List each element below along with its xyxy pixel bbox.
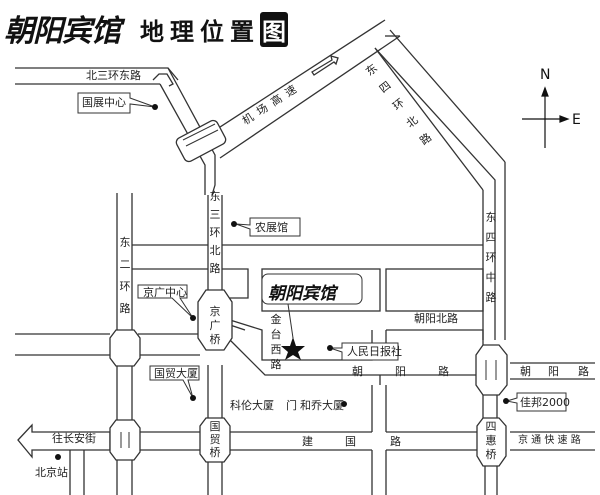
landmark-peoples-daily: 人民日报社 xyxy=(347,345,402,358)
landmark-jingguang-center: 京广中心 xyxy=(143,286,187,299)
landmark-heqiao-building: 和乔大厦 xyxy=(300,399,344,412)
road-chaoyang-char: 阳 xyxy=(395,365,406,378)
landmark-kelun-building: 科伦大厦 xyxy=(230,399,274,412)
road-chaoyang-north: 朝阳北路 xyxy=(414,312,458,325)
road-jintai-west: 金台西路 xyxy=(270,313,282,371)
hotel-marker-label: 朝阳宾馆 xyxy=(268,284,336,304)
road-north-third-ring-east: 北三环东路 xyxy=(86,69,141,82)
road-jianguo-char: 国 xyxy=(345,435,356,448)
landmark-beijing-station: 北京站 xyxy=(35,466,68,479)
landmark-men: 门 xyxy=(286,399,297,412)
bridge-guomao-label: 国贸桥 xyxy=(209,420,221,459)
landmark-china-world-trade-center: 国贸大厦 xyxy=(154,367,198,380)
road-jianguo-char: 建 xyxy=(302,435,313,448)
bridge-jingguang xyxy=(197,289,233,351)
road-east-second-ring: 东二环路 xyxy=(119,236,131,315)
road-east-third-ring-north: 东三环北路 xyxy=(209,190,221,275)
road-east-fourth-ring-middle: 东四环中路 xyxy=(485,211,497,304)
title-suffix: 地理位置图 xyxy=(140,12,288,47)
star-icon xyxy=(281,337,305,360)
title-suffix-text: 地理位 xyxy=(140,18,230,46)
road-chaoyang-east-char: 阳 xyxy=(548,365,559,378)
compass-north: N xyxy=(540,67,551,83)
landmark-jiabang-2000: 佳邦2000 xyxy=(520,396,570,409)
title-hotel-name: 朝阳宾馆 xyxy=(4,14,121,49)
road-chaoyang-char: 路 xyxy=(438,365,449,378)
road-jianguo-char: 路 xyxy=(390,435,401,448)
landmark-international-exhibition-center: 国展中心 xyxy=(82,96,126,109)
road-chaoyang-east-char: 朝 xyxy=(520,365,531,378)
compass-east: E xyxy=(572,112,581,128)
compass-icon xyxy=(522,86,570,148)
road-chaoyang-char: 朝 xyxy=(352,365,363,378)
title-suffix-last: 置 xyxy=(230,18,260,46)
bridge-sihui-label: 四惠桥 xyxy=(485,420,497,461)
bridge-jingguang-label: 京广桥 xyxy=(209,305,221,346)
poi-markers xyxy=(55,104,509,460)
landmark-agricultural-exhibition-hall: 农展馆 xyxy=(255,221,288,234)
road-to-changan: 往长安街 xyxy=(52,432,96,445)
title-map-box: 图 xyxy=(260,12,288,47)
road-jingtong-expressway: 京 通 快 速 路 xyxy=(518,435,581,446)
road-chaoyang-east-char: 路 xyxy=(578,365,589,378)
